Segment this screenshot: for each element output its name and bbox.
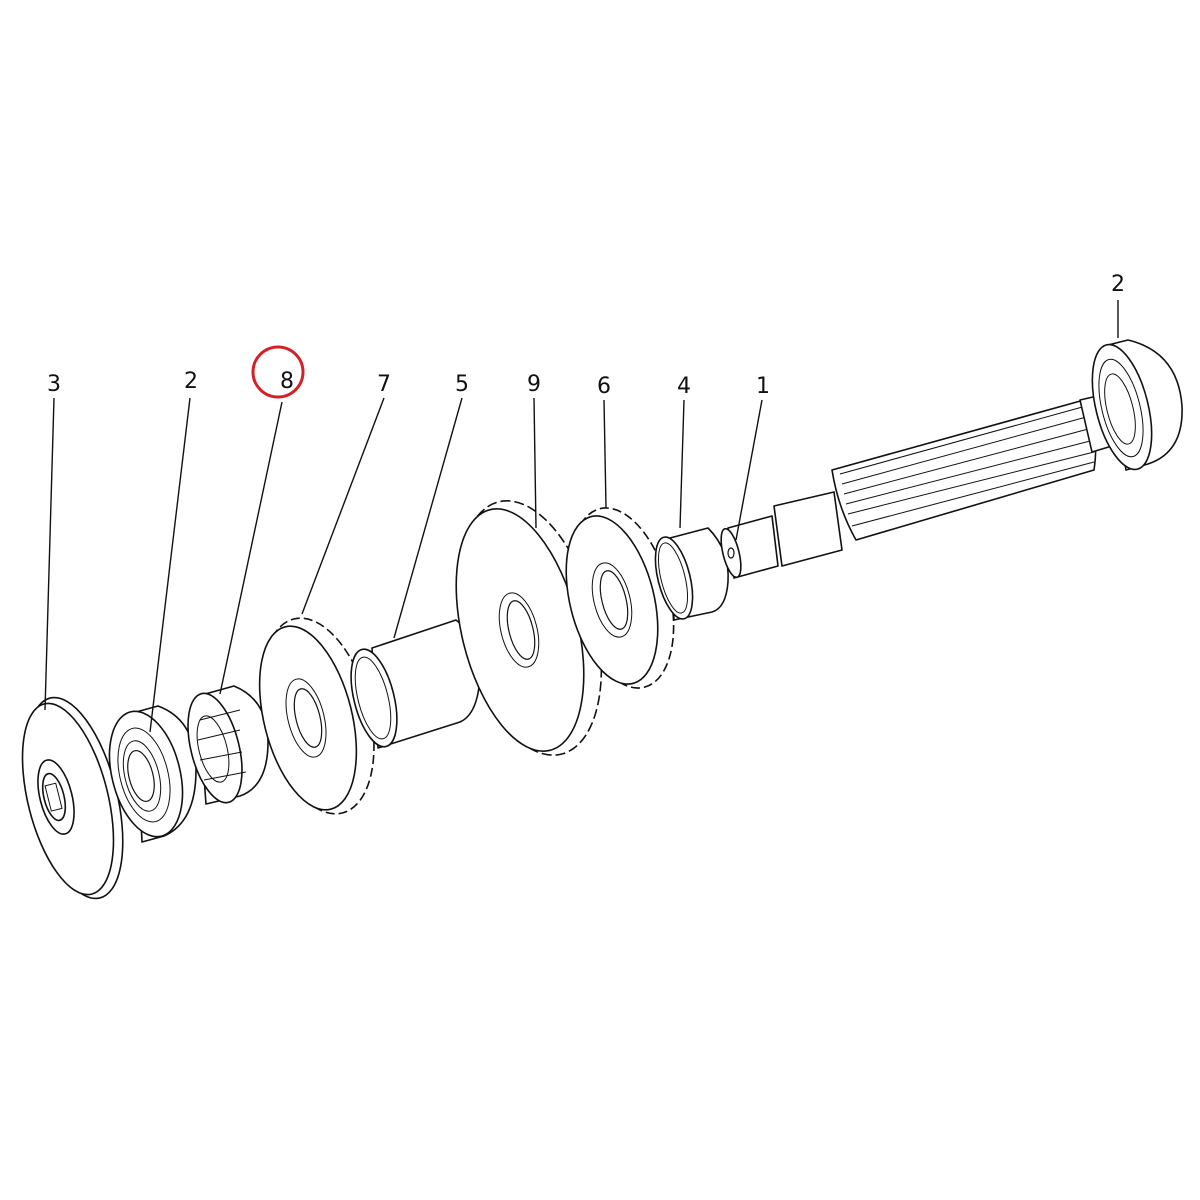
part-1-main-shaft <box>720 393 1115 579</box>
leader-7 <box>301 397 385 615</box>
leader-lines <box>44 300 1119 733</box>
callout-label-9: 9 <box>527 372 541 397</box>
leader-4 <box>679 399 685 529</box>
leader-1 <box>735 399 763 541</box>
callout-label-7: 7 <box>377 372 391 397</box>
part-2-bearing-left <box>108 705 197 843</box>
callout-label-2-left: 2 <box>184 369 198 394</box>
leader-5 <box>393 397 463 639</box>
callout-label-3: 3 <box>47 372 61 397</box>
leader-9 <box>533 397 537 529</box>
callout-label-1: 1 <box>756 374 770 399</box>
callout-label-8: 8 <box>280 369 294 394</box>
leader-8 <box>219 401 283 695</box>
callout-label-6: 6 <box>597 374 611 399</box>
leader-2-left <box>149 397 191 733</box>
highlight-circle <box>251 345 305 399</box>
callout-labels: 3 2 8 7 5 9 6 4 1 2 <box>47 272 1125 399</box>
part-6-medium-gear <box>565 507 675 689</box>
part-2-bearing-right <box>1091 339 1183 471</box>
callout-label-5: 5 <box>455 372 469 397</box>
part-8-splined-hub <box>187 685 269 805</box>
part-4-bushing <box>654 527 729 621</box>
part-3-end-cap <box>21 696 124 900</box>
part-7-spur-gear <box>258 617 375 815</box>
callout-label-2-right: 2 <box>1111 272 1125 297</box>
callout-label-4: 4 <box>677 374 691 399</box>
leader-6 <box>603 399 607 509</box>
leader-3 <box>44 397 55 711</box>
